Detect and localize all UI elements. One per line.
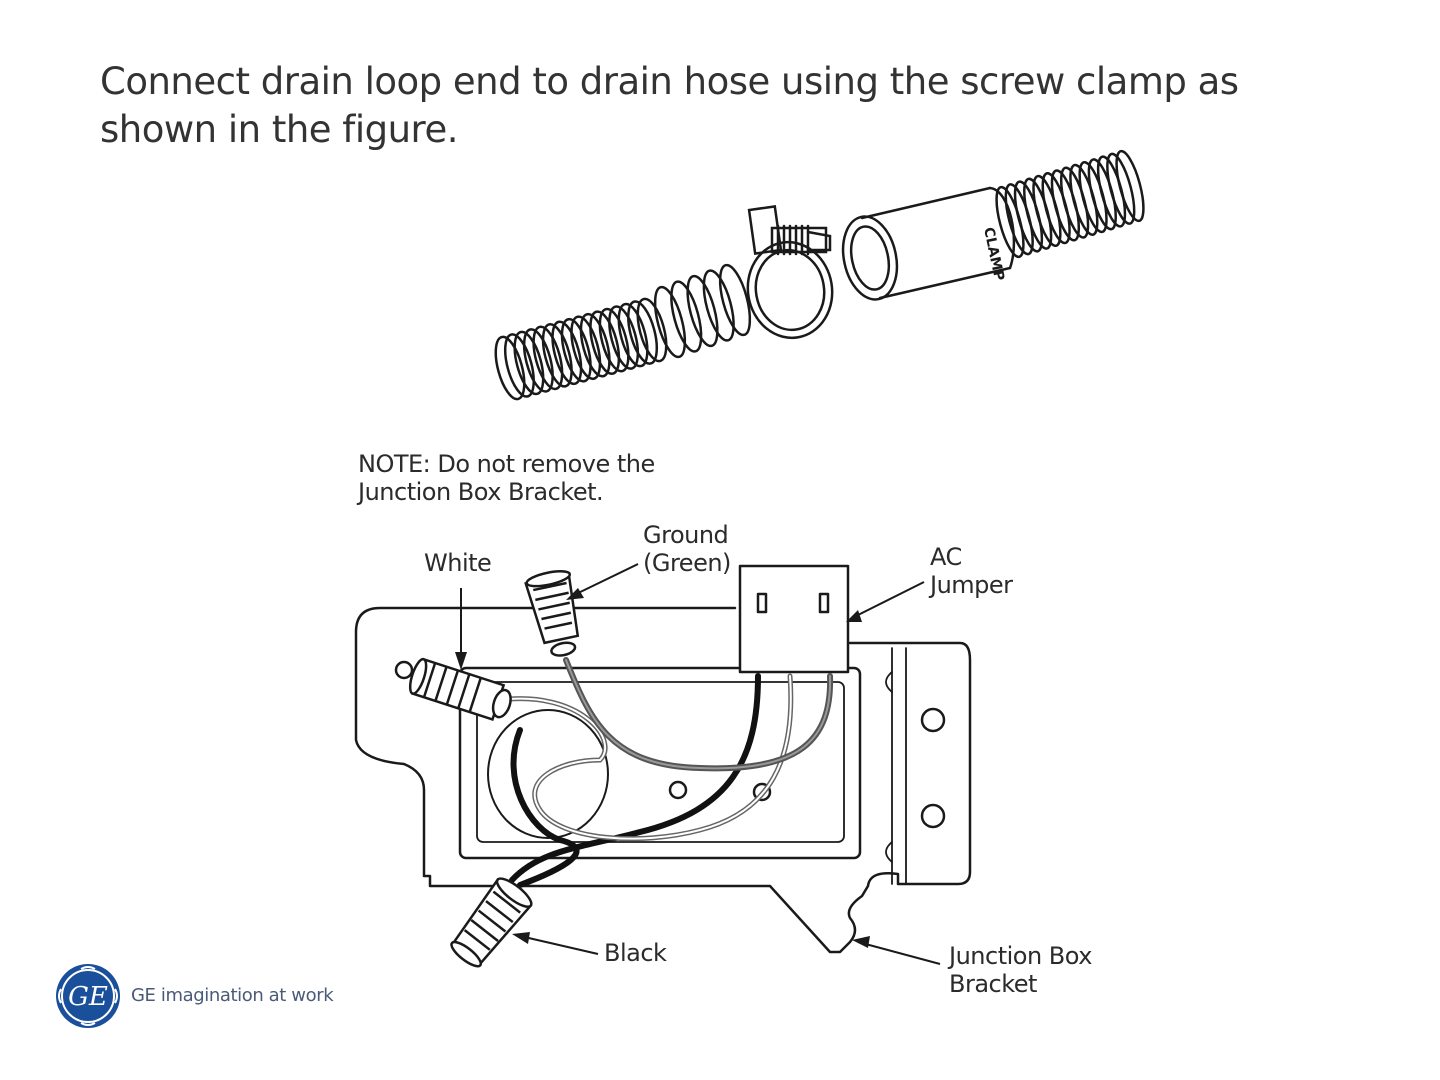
junction-box-note: NOTE: Do not remove the Junction Box Bra… [358, 450, 655, 506]
ground-wire-label: Ground (Green) [643, 521, 731, 577]
white-wire-label: White [424, 549, 491, 577]
black-wire [512, 676, 758, 880]
black-wire-label: Black [604, 939, 666, 967]
ac-jumper-label: AC Jumper [930, 543, 1013, 599]
ground-wire-nut [525, 568, 586, 660]
black-wire-nut [446, 874, 535, 972]
ground-label-line-1: Ground [643, 521, 728, 549]
brand-tagline: GE imagination at work [131, 985, 333, 1006]
ac-label-line-2: Jumper [930, 571, 1013, 599]
junction-box-bracket-label: Junction Box Bracket [949, 942, 1092, 998]
junction-box-bracket [356, 608, 970, 952]
ground-label-line-2: (Green) [643, 549, 731, 577]
ge-monogram: GE [68, 982, 108, 1012]
ac-jumper [740, 566, 848, 672]
ac-label-line-1: AC [930, 543, 962, 571]
bracket-label-line-2: Bracket [949, 970, 1037, 998]
ge-logo-icon: GE [55, 963, 121, 1029]
note-line-1: NOTE: Do not remove the [358, 450, 655, 478]
note-line-2: Junction Box Bracket. [358, 478, 603, 506]
bracket-label-line-1: Junction Box [949, 942, 1092, 970]
